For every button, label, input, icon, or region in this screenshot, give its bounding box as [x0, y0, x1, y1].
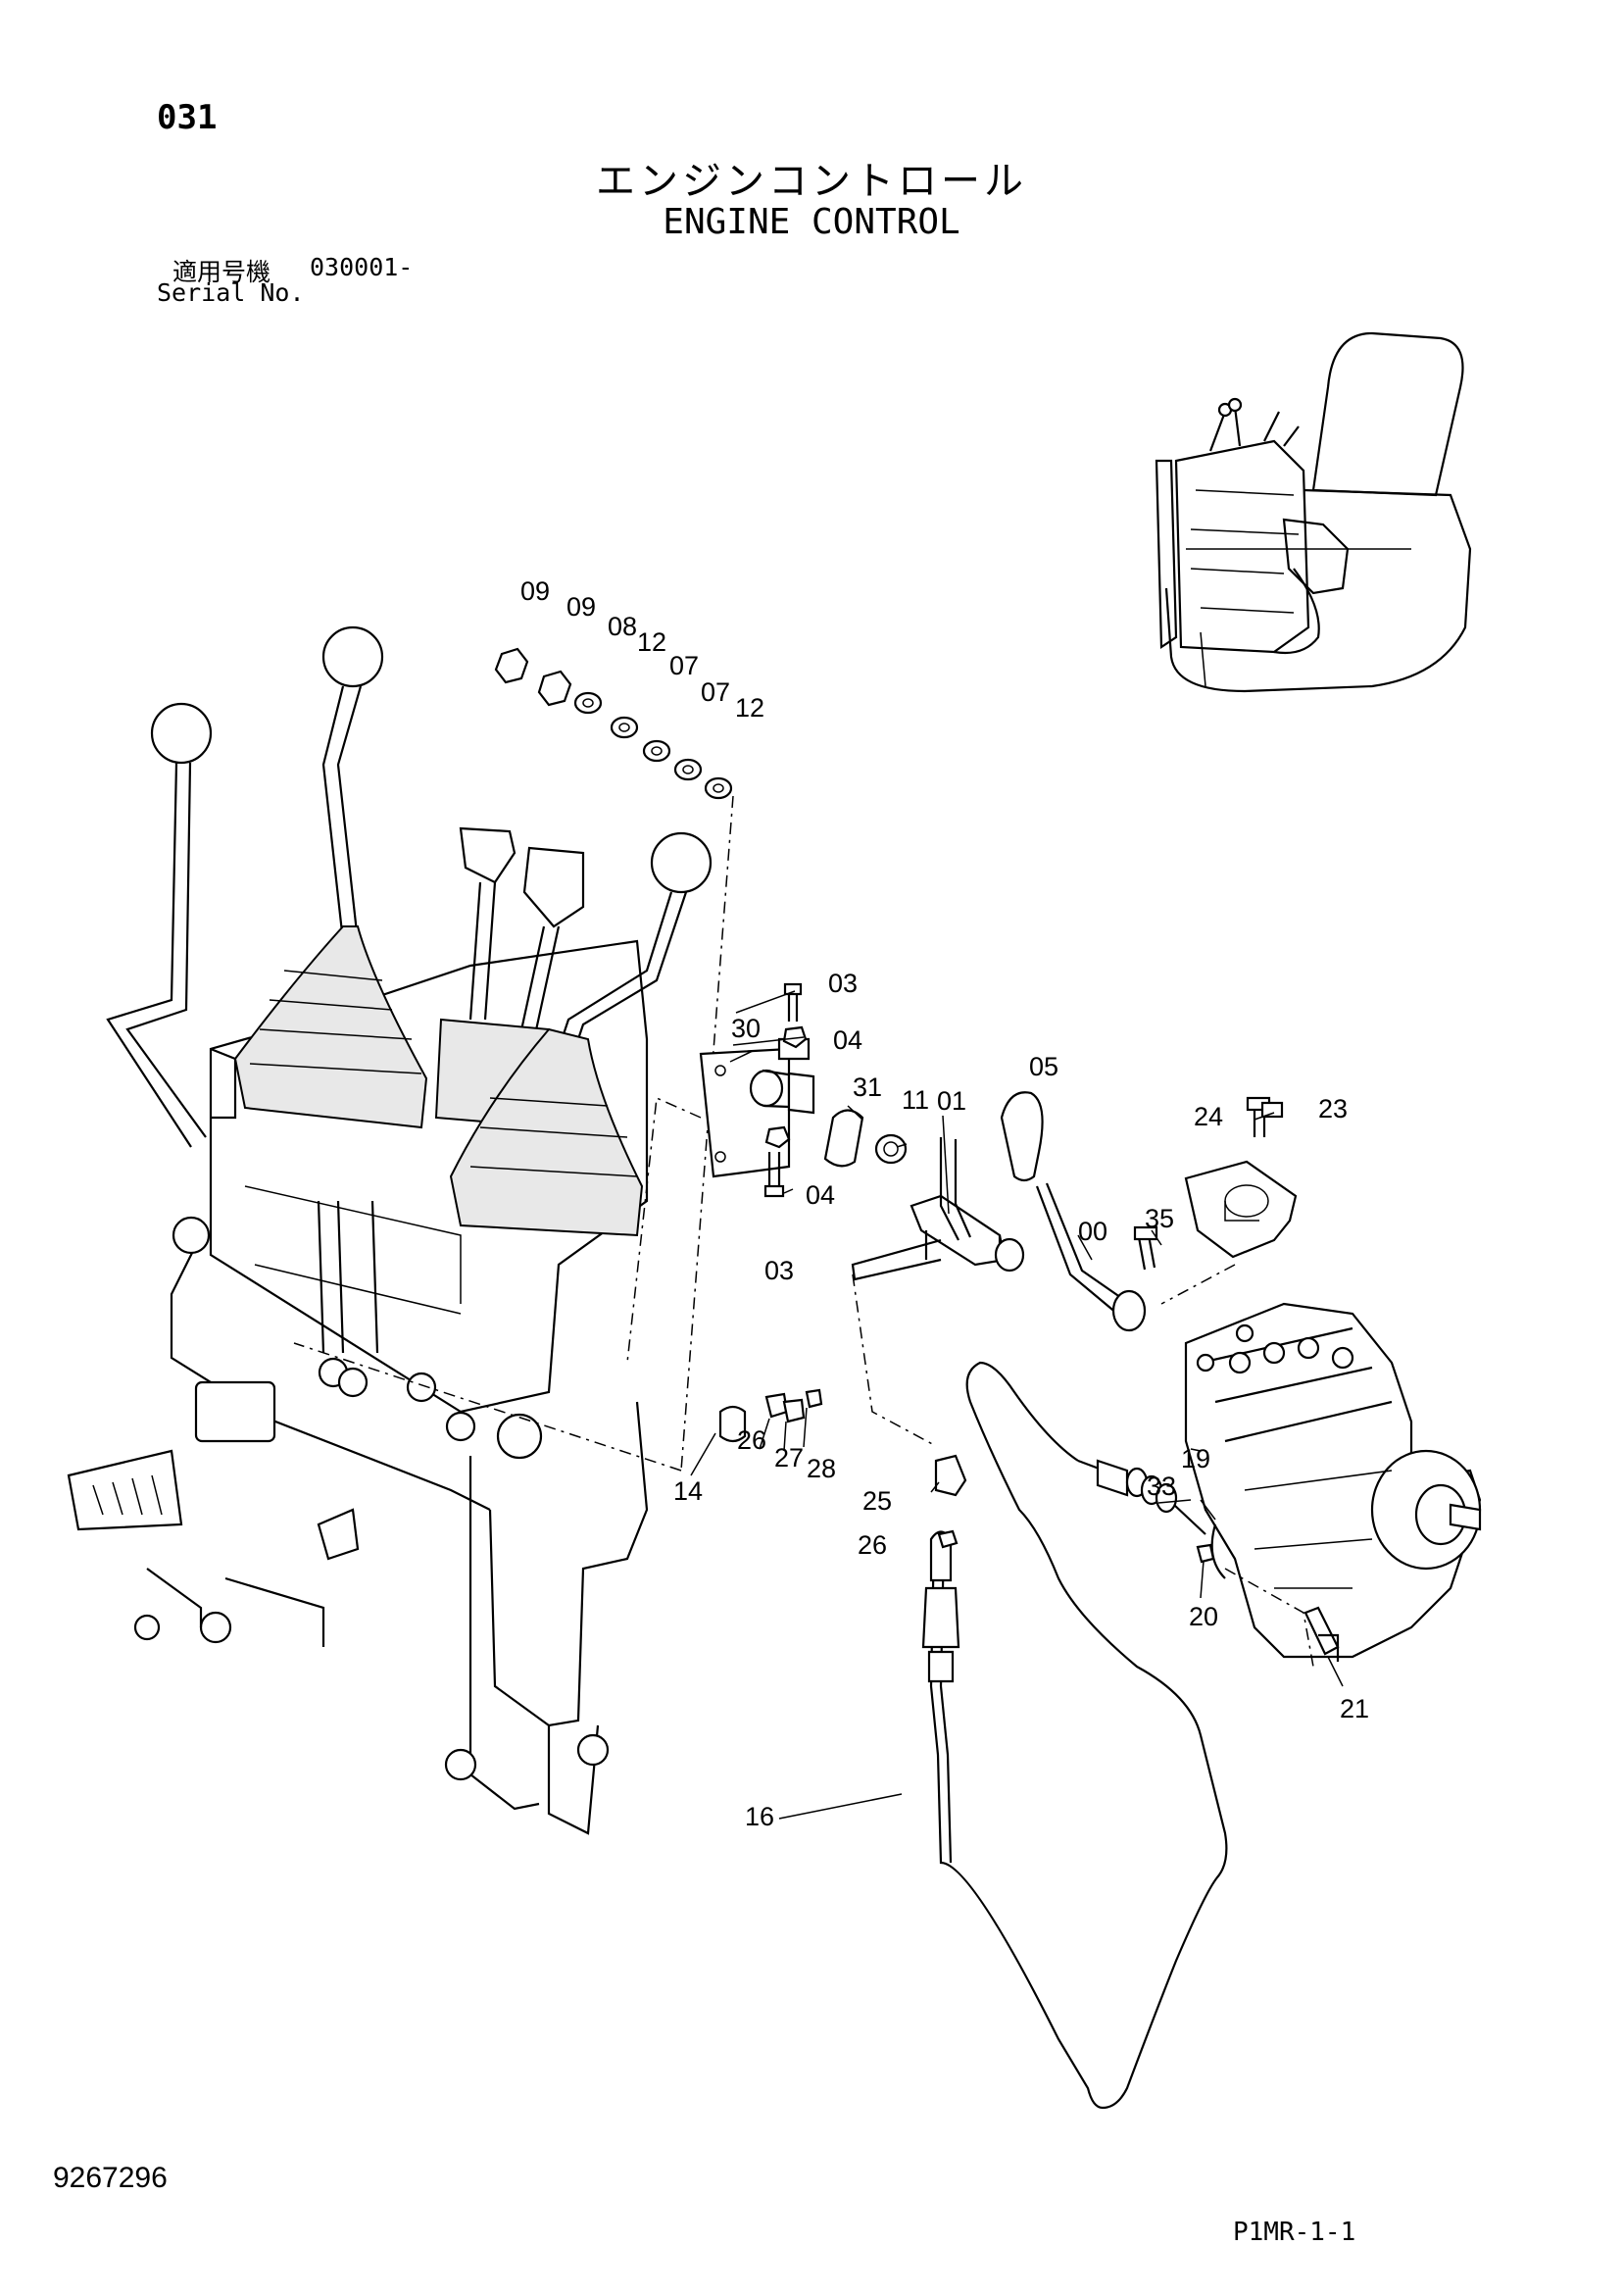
- bolt-icon: [763, 982, 1284, 1271]
- drawing-number: 9267296: [53, 2162, 168, 2194]
- page-reference: P1MR-1-1: [1233, 2218, 1356, 2247]
- callout-00: 00: [1078, 1217, 1107, 1246]
- callout-08: 08: [608, 612, 637, 641]
- callout-04: 04: [833, 1025, 862, 1055]
- callout-12: 12: [735, 693, 764, 723]
- callout-03: 03: [828, 969, 858, 998]
- callout-25: 25: [862, 1486, 892, 1516]
- control-lever-icon: [106, 625, 713, 1237]
- callout-26: 26: [737, 1425, 766, 1455]
- serial-label-english: Serial No.: [157, 278, 305, 307]
- callout-19: 19: [1181, 1444, 1210, 1473]
- washer-icon: [823, 1109, 908, 1168]
- washer-icon: [573, 691, 733, 800]
- callout-01: 01: [937, 1086, 966, 1116]
- callout-05: 05: [1029, 1052, 1058, 1081]
- stopper-plate-icon: [1184, 1160, 1298, 1259]
- control-stand-icon: [1174, 397, 1350, 655]
- fuel-injection-pump-icon: [1184, 1302, 1482, 1659]
- serial-value: 030001-: [310, 253, 414, 281]
- operator-seat-icon: [1155, 331, 1472, 693]
- title-japanese: エンジンコントロール: [596, 159, 1027, 204]
- callout-23: 23: [1318, 1094, 1348, 1123]
- throttle-bracket-icon: [699, 1037, 815, 1178]
- nut-icon: [494, 647, 572, 707]
- title-english: ENGINE CONTROL: [663, 202, 960, 242]
- callout-labels: 09 09 08 12 07 07 12 03 04 30 31 11 05 2…: [520, 576, 1369, 1831]
- callout-03: 03: [764, 1256, 794, 1285]
- callout-28: 28: [807, 1454, 836, 1483]
- callout-20: 20: [1189, 1602, 1218, 1631]
- knob-icon: [1000, 1091, 1044, 1182]
- callout-14: 14: [673, 1476, 703, 1506]
- callout-35: 35: [1145, 1204, 1174, 1233]
- callout-21: 21: [1340, 1694, 1369, 1723]
- throttle-lever-icon: [1035, 1182, 1147, 1332]
- leader-lines: [690, 990, 1344, 1820]
- page-number: 031: [157, 98, 218, 137]
- throttle-lever-icon: [851, 1137, 1025, 1281]
- callout-31: 31: [853, 1073, 882, 1102]
- callout-12: 12: [637, 627, 666, 657]
- control-stand-icon: [67, 939, 649, 1835]
- callout-16: 16: [745, 1802, 774, 1831]
- callout-24: 24: [1194, 1102, 1223, 1131]
- callout-07: 07: [701, 677, 730, 707]
- callout-09: 09: [520, 576, 550, 606]
- callout-33: 33: [1147, 1472, 1176, 1501]
- callout-11: 11: [902, 1085, 929, 1115]
- control-cable-icon: [921, 1361, 1228, 2110]
- callout-27: 27: [774, 1443, 804, 1472]
- callout-09: 09: [566, 592, 596, 622]
- callout-04: 04: [806, 1180, 835, 1210]
- callout-26: 26: [858, 1530, 887, 1560]
- callout-30: 30: [731, 1014, 761, 1043]
- serial-label-japanese: 適用号機: [172, 258, 271, 286]
- callout-07: 07: [669, 651, 699, 680]
- bolt-icon: [1303, 1606, 1340, 1662]
